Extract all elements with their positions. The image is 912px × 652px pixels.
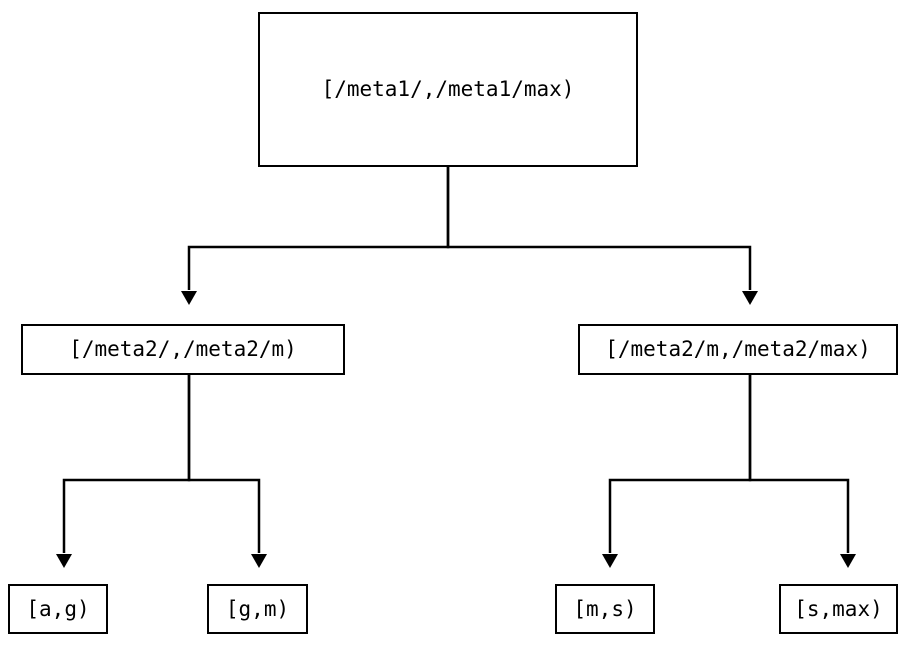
edge-root-to-mid-right bbox=[446, 167, 758, 305]
tree-node-mid-left-label: [/meta2/,/meta2/m) bbox=[69, 337, 297, 361]
tree-node-mid-left[interactable]: [/meta2/,/meta2/m) bbox=[21, 324, 345, 375]
tree-node-root-label: [/meta1/,/meta1/max) bbox=[321, 77, 575, 101]
edge-mid-left-to-leaf-2 bbox=[187, 375, 267, 568]
edge-mid-left-to-leaf-1 bbox=[56, 375, 191, 568]
edge-mid-right-to-leaf-4 bbox=[748, 375, 856, 568]
tree-node-leaf-2-label: [g,m) bbox=[225, 596, 290, 621]
tree-node-leaf-1-label: [a,g) bbox=[26, 596, 90, 621]
tree-node-leaf-2[interactable]: [g,m) bbox=[207, 584, 308, 634]
tree-node-mid-right[interactable]: [/meta2/m,/meta2/max) bbox=[578, 324, 898, 375]
tree-node-mid-right-label: [/meta2/m,/meta2/max) bbox=[605, 337, 871, 361]
tree-node-leaf-3[interactable]: [m,s) bbox=[555, 584, 655, 634]
tree-node-leaf-1[interactable]: [a,g) bbox=[8, 584, 108, 634]
edge-mid-right-to-leaf-3 bbox=[602, 375, 752, 568]
tree-node-root[interactable]: [/meta1/,/meta1/max) bbox=[258, 12, 638, 167]
edge-root-to-mid-left bbox=[181, 167, 450, 305]
tree-node-leaf-4[interactable]: [s,max) bbox=[779, 584, 898, 634]
tree-node-leaf-4-label: [s,max) bbox=[794, 596, 883, 621]
tree-node-leaf-3-label: [m,s) bbox=[573, 596, 637, 621]
